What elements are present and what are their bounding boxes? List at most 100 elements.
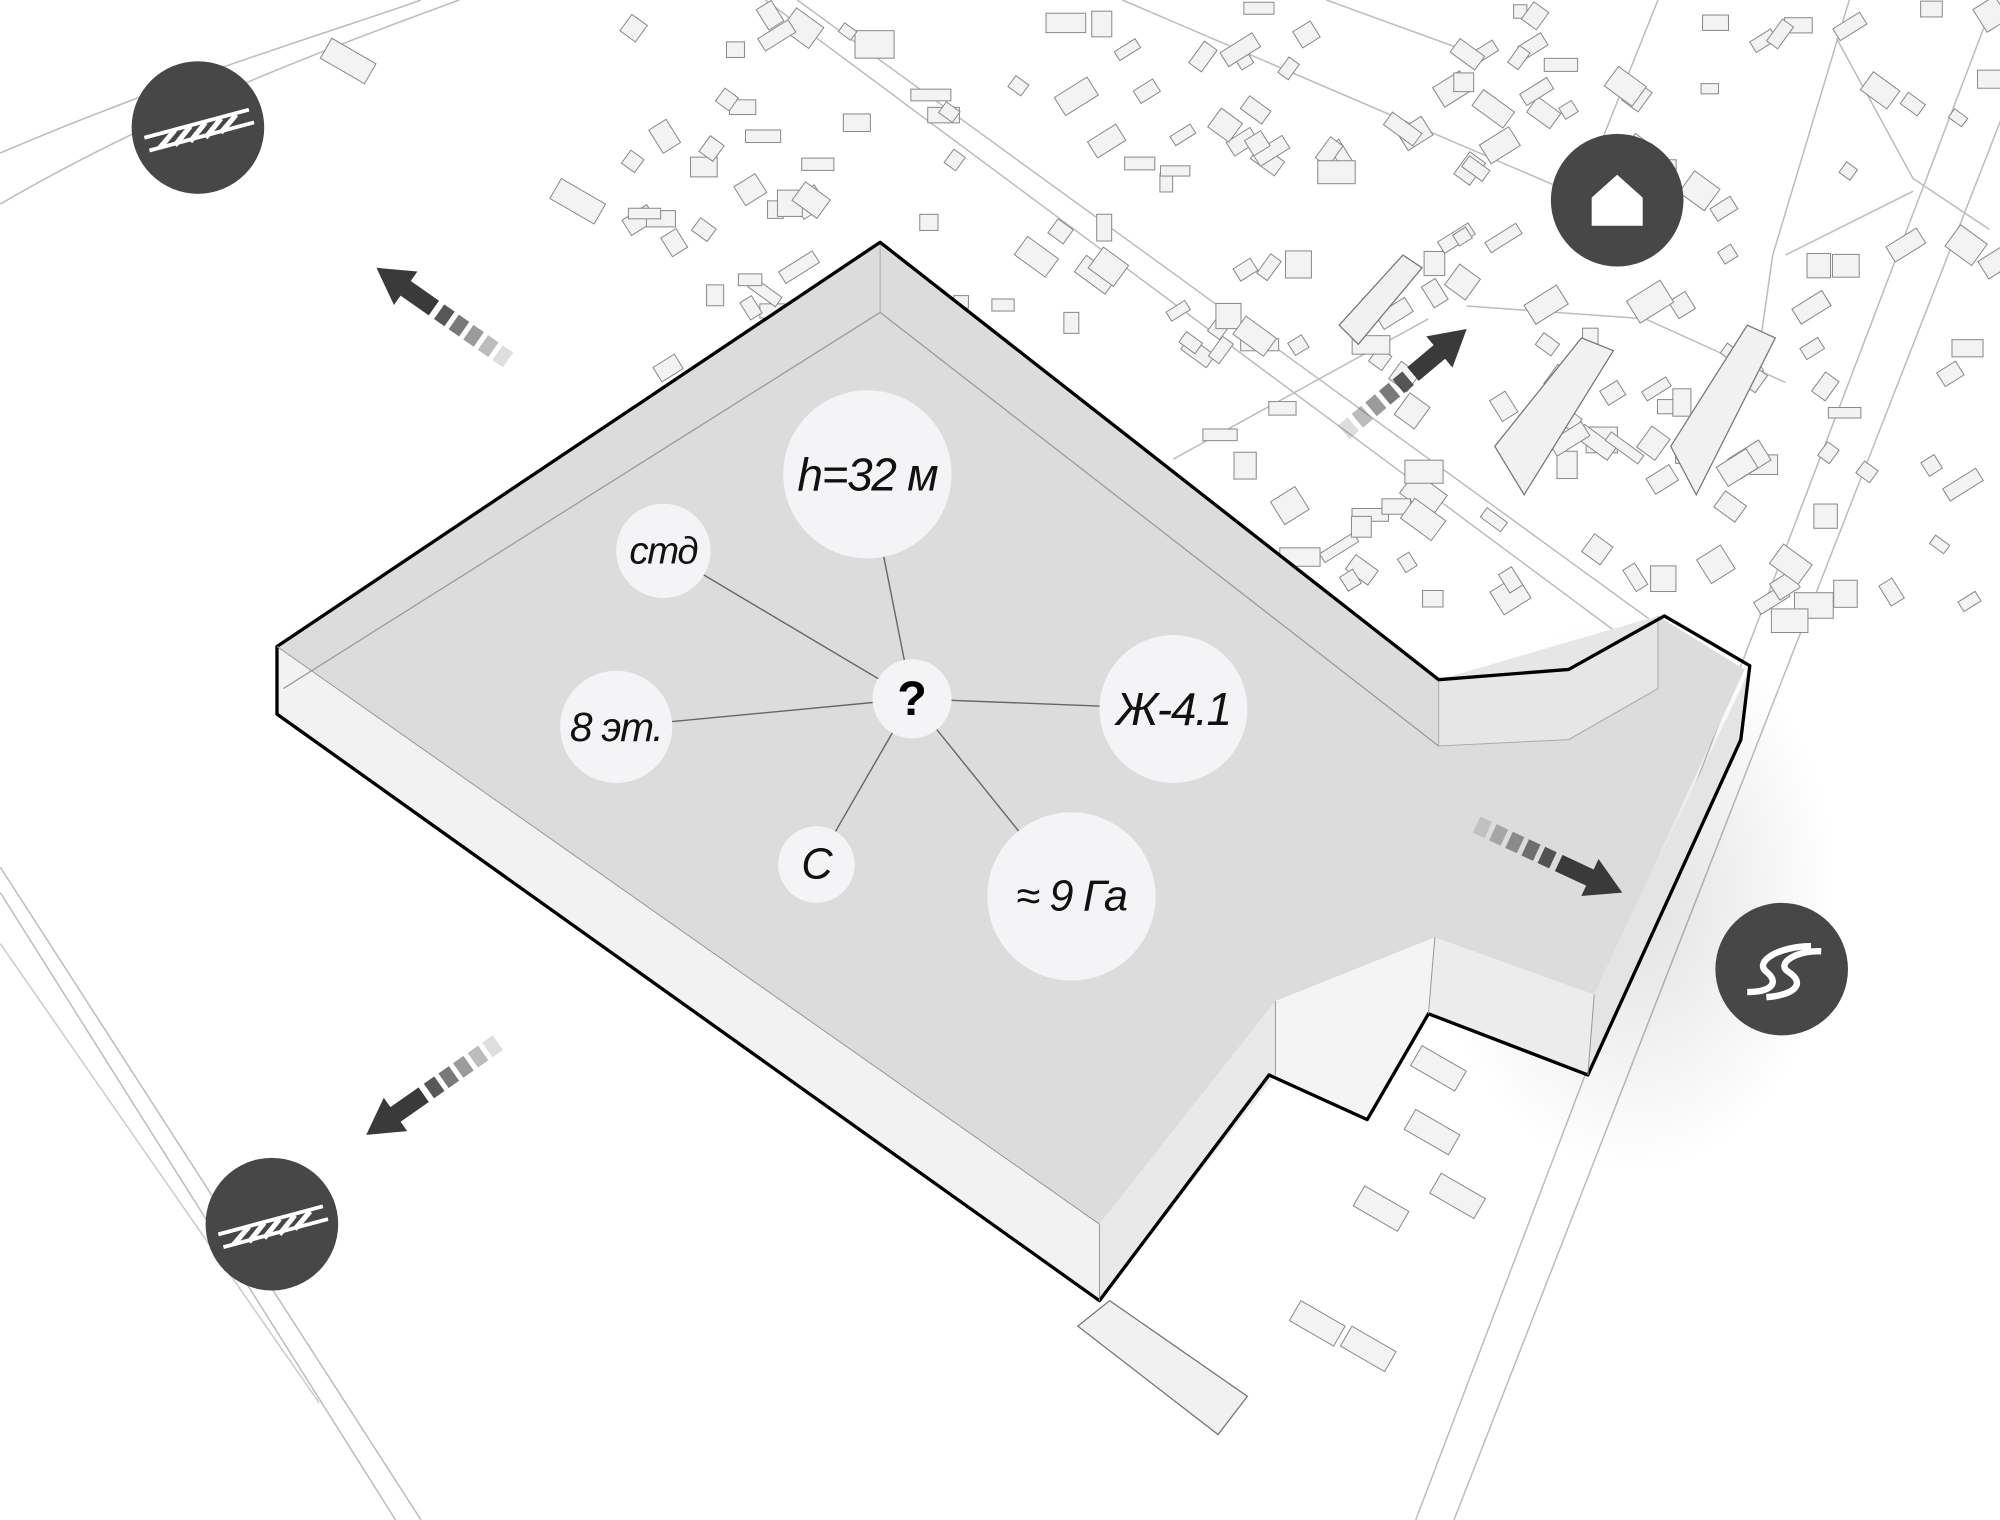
node-height-label: h=32 м [797,448,938,500]
building [1243,129,1271,157]
building [1640,376,1672,402]
building [842,113,871,133]
building [1045,12,1087,34]
building [1207,107,1244,143]
node-floors[interactable]: 8 эт. [560,670,673,783]
building [1678,170,1721,212]
building [780,7,825,50]
node-area[interactable]: ≈ 9 Га [987,812,1156,981]
building [744,129,782,144]
building [1656,399,1675,415]
node-type-label: СТД [629,529,697,572]
building [1855,460,1879,484]
building [1420,277,1449,309]
rail-line-2 [0,0,422,154]
building [739,294,763,321]
building [1645,463,1680,495]
building [1957,590,1982,613]
building [1007,74,1030,97]
building [1604,431,1645,465]
building [1768,543,1813,585]
center-node[interactable]: ? [872,659,952,739]
building [1013,235,1060,278]
site-outline [275,240,1752,1303]
building [549,177,607,225]
building [1770,608,1809,634]
building [1928,534,1951,555]
building [1817,441,1840,465]
node-type[interactable]: СТД [616,503,711,599]
arrow-northwest [376,267,514,368]
building [1449,37,1486,71]
node-height[interactable]: h=32 м [783,390,952,559]
building [1635,425,1671,461]
site-side-step2 [1275,937,1435,1120]
site-side-front [276,646,1100,1301]
building [1409,1044,1467,1092]
building [1317,160,1356,185]
building [714,87,740,112]
railway-icon-top[interactable] [131,61,265,194]
building [660,227,689,258]
arrow-east [1472,816,1623,897]
building-block [1076,1299,1249,1436]
node-floors-label: 8 эт. [570,704,663,750]
building [619,13,649,43]
building [1580,533,1614,566]
railway-icon-bottom[interactable] [205,1157,339,1291]
building [1599,379,1627,407]
building [1827,407,1862,419]
building [1091,10,1113,38]
building [1603,65,1648,107]
building [1124,156,1156,171]
building [1243,1,1275,15]
railway-icon [217,1204,329,1249]
building [1899,91,1927,117]
node-zone[interactable]: Ж-4.1 [1099,635,1248,783]
building [1951,339,1984,358]
node-zone-label: Ж-4.1 [1114,683,1231,735]
building [1650,565,1677,593]
node-area-label: ≈ 9 Га [1016,872,1127,920]
building [1053,76,1099,117]
building [801,157,835,171]
building [1709,195,1739,222]
building [1833,579,1858,608]
node-class[interactable]: С [778,826,855,903]
building [1219,32,1262,68]
building [910,88,952,102]
house-icon-landmark[interactable] [1550,133,1684,267]
house-icon [1591,174,1643,226]
building-block [1338,254,1424,346]
road-icon-landmark[interactable] [1715,902,1848,1036]
building [1479,507,1509,533]
building [1268,401,1297,416]
arrow-northeast [1337,328,1467,440]
building [1352,1185,1410,1232]
building [1920,453,1944,477]
building [1810,371,1840,402]
building [1484,222,1523,254]
building [1838,161,1859,181]
building [1556,450,1578,480]
building [706,284,725,307]
building [1288,1299,1346,1347]
building [1667,290,1697,320]
building [837,22,858,42]
building [1423,250,1446,277]
building [690,156,718,178]
building [1695,544,1736,585]
building [757,19,797,52]
building [1233,451,1257,480]
large-blocks [1076,254,1777,1436]
building-block [1670,324,1777,497]
building [1404,459,1444,484]
building [1497,566,1524,594]
site-side-right [1587,665,1750,1075]
building [737,273,763,287]
building [854,30,895,59]
building [777,250,821,285]
building [1232,315,1278,358]
